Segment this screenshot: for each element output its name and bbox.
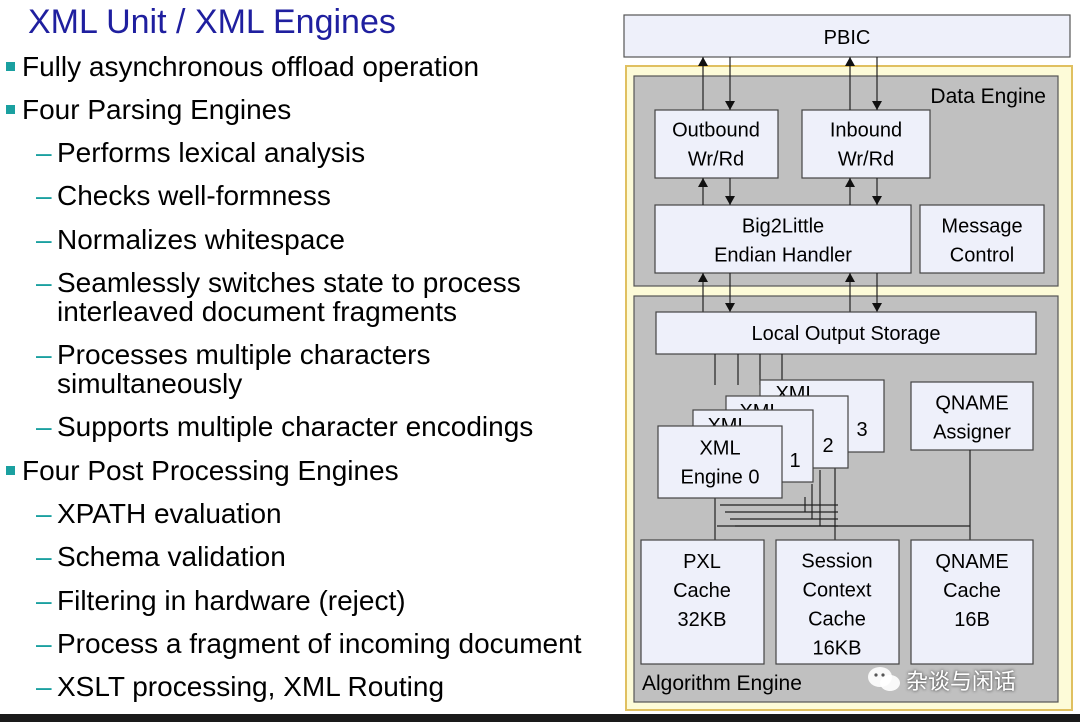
sub-bullet-text: XSLT processing, XML Routing [57, 671, 445, 702]
xml-engine-3-number: 3 [856, 419, 867, 441]
dash-icon: – [36, 585, 52, 616]
inbound-box [801, 109, 931, 179]
bullet-square-icon [6, 466, 15, 475]
session-context-cache-label: Cache [808, 609, 866, 631]
sub-bullet-text: XPATH evaluation [57, 498, 282, 529]
dash-icon: – [36, 339, 52, 370]
dash-icon: – [36, 498, 52, 529]
message-control-label: Control [950, 245, 1014, 267]
xml-engine-0-label: Engine 0 [681, 467, 760, 489]
session-context-cache-label: 16KB [813, 638, 862, 660]
inbound-label: Inbound [830, 120, 902, 142]
slide-title: XML Unit / XML Engines [28, 3, 396, 41]
dash-icon: – [36, 541, 52, 572]
arrow-head-icon [845, 178, 855, 187]
qname-cache-label: Cache [943, 580, 1001, 602]
dash-icon: – [36, 411, 52, 442]
qname-cache-box [910, 539, 1034, 665]
bullet-item: Four Parsing Engines [6, 94, 292, 125]
qname-assigner-label: Assigner [933, 422, 1011, 444]
sub-bullet-text: Schema validation [57, 541, 286, 572]
arrow-head-icon [872, 101, 882, 110]
pbic-box [623, 14, 1071, 58]
arrow-head-icon [725, 196, 735, 205]
sub-bullet-text: Process a fragment of incoming document [57, 628, 582, 659]
sub-bullet-text: simultaneously [57, 368, 243, 399]
sub-bullet-text: Processes multiple characters [57, 339, 431, 370]
session-context-cache-box [775, 539, 900, 665]
data-engine-label: Data Engine [930, 85, 1046, 108]
arrow-head-icon [845, 273, 855, 282]
bullet-item: Four Post Processing Engines [6, 455, 399, 486]
session-context-cache-label: Session [801, 551, 872, 573]
dash-icon: – [36, 137, 52, 168]
pbic-label: PBIC [824, 27, 871, 49]
arrow-head-icon [725, 101, 735, 110]
arrow-head-icon [698, 57, 708, 66]
dash-icon: – [36, 267, 52, 298]
outbound-label: Wr/Rd [688, 149, 744, 171]
qname-assigner-label: QNAME [935, 393, 1008, 415]
outbound-box [654, 109, 779, 179]
session-context-cache-label: Context [803, 580, 872, 602]
bottom-bar [0, 714, 1080, 722]
big2little-label: Big2Little [742, 216, 824, 238]
local-output-storage-label: Local Output Storage [751, 323, 940, 345]
local-output-storage-box [655, 311, 1037, 355]
sub-bullet-text: Performs lexical analysis [57, 137, 366, 168]
bullet-square-icon [6, 62, 15, 71]
xml-engine-1-number: 1 [789, 450, 800, 472]
arrow-head-icon [872, 303, 882, 312]
pxl-cache-label: Cache [673, 580, 731, 602]
bullet-text: Four Post Processing Engines [22, 455, 399, 486]
bullet-text: Fully asynchronous offload operation [22, 51, 480, 82]
qname-assigner-box [910, 381, 1034, 451]
qname-cache-label: QNAME [935, 551, 1008, 573]
arrow-head-icon [698, 273, 708, 282]
xml-engine-2-number: 2 [822, 435, 833, 457]
algorithm-engine-label: Algorithm Engine [642, 672, 802, 695]
big2little-label: Endian Handler [714, 245, 852, 267]
dash-icon: – [36, 628, 52, 659]
qname-cache-label: 16B [954, 609, 990, 631]
arrow-head-icon [845, 57, 855, 66]
sub-bullet-text: Filtering in hardware (reject) [57, 585, 406, 616]
outbound-label: Outbound [672, 120, 760, 142]
pxl-cache-label: 32KB [678, 609, 727, 631]
pxl-cache-box [640, 539, 765, 665]
xml-engine-0-label: XML [699, 438, 740, 460]
inbound-label: Wr/Rd [838, 149, 894, 171]
bullet-text: Four Parsing Engines [22, 94, 292, 125]
sub-bullet-text: interleaved document fragments [57, 296, 457, 327]
message-control-box [919, 204, 1045, 274]
bullet-square-icon [6, 105, 15, 114]
xml-engine-0-box [657, 425, 783, 499]
arrow-head-icon [872, 196, 882, 205]
bullet-item: Fully asynchronous offload operation [6, 51, 480, 82]
sub-bullet-text: Normalizes whitespace [57, 224, 345, 255]
dash-icon: – [36, 180, 52, 211]
arrow-head-icon [725, 303, 735, 312]
dash-icon: – [36, 224, 52, 255]
message-control-label: Message [941, 216, 1022, 238]
sub-bullet-text: Checks well-formness [57, 180, 331, 211]
dash-icon: – [36, 671, 52, 702]
arrow-head-icon [698, 178, 708, 187]
big2little-box [654, 204, 912, 274]
pxl-cache-label: PXL [683, 551, 721, 573]
wechat-icon [866, 664, 902, 699]
watermark-text: 杂谈与闲话 [906, 669, 1017, 694]
sub-bullet-text: Supports multiple character encodings [57, 411, 534, 442]
sub-bullet-text: Seamlessly switches state to process [57, 267, 521, 298]
